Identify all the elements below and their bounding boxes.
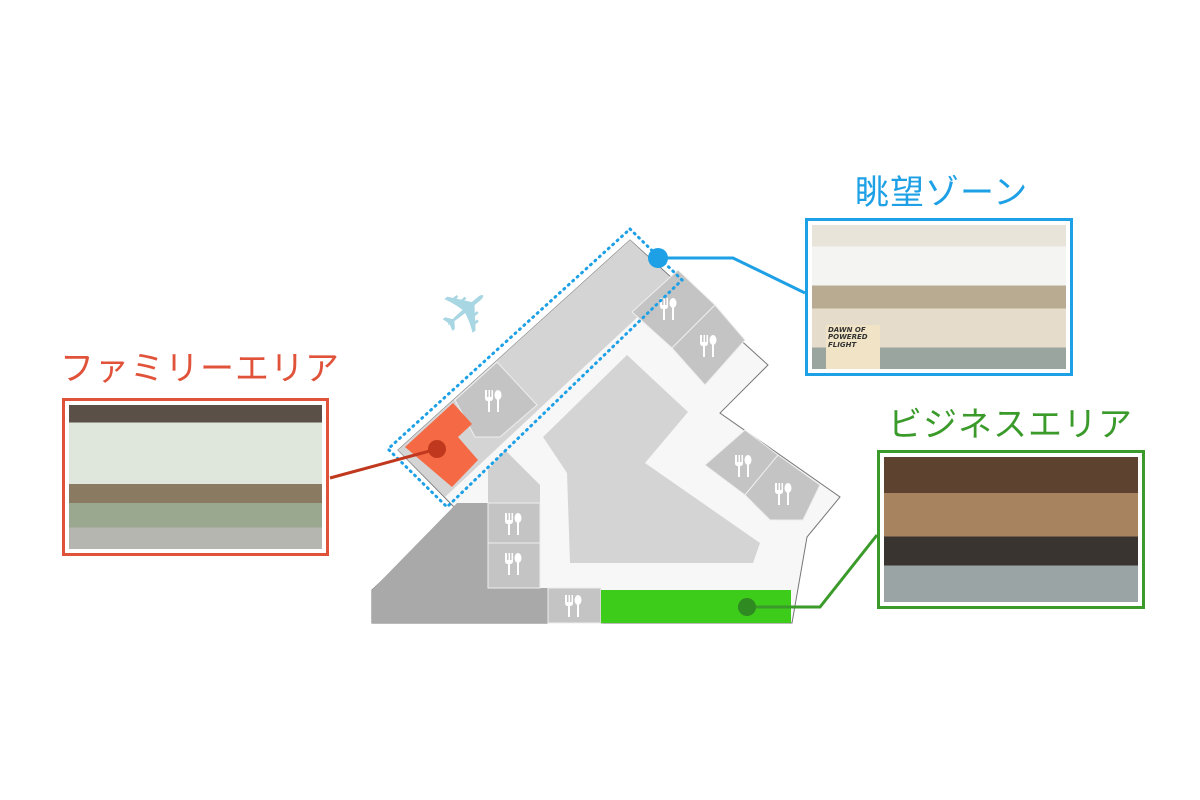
family-area-label: ファミリーエリア bbox=[60, 349, 340, 389]
business-area-label: ビジネスエリア bbox=[888, 405, 1133, 445]
view-zone-label: 眺望ゾーン bbox=[855, 173, 1029, 213]
business-leader-line bbox=[747, 534, 879, 609]
dark-block bbox=[372, 503, 548, 623]
view-leader-line bbox=[658, 256, 806, 295]
courtyard bbox=[543, 355, 760, 563]
family-leader-line bbox=[329, 447, 438, 480]
family-area-photo bbox=[62, 398, 329, 556]
view-zone-photo: DAWN OF POWERED FLIGHT bbox=[805, 218, 1073, 376]
poster-text: DAWN OF POWERED FLIGHT bbox=[826, 325, 880, 369]
business-marker bbox=[738, 598, 756, 616]
family-marker bbox=[428, 440, 446, 458]
upper-wing bbox=[398, 240, 675, 497]
view-marker bbox=[648, 248, 668, 268]
business-area-photo bbox=[877, 450, 1145, 609]
